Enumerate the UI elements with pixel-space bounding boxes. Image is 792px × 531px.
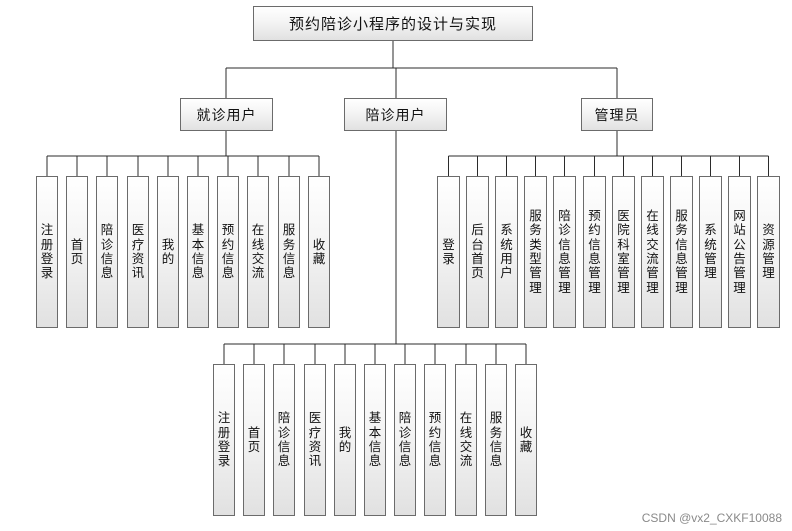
leaf-node: 陪诊信息管理 [553,176,576,328]
leaf-node: 基本信息 [187,176,209,328]
leaf-node: 服务信息 [278,176,300,328]
category-administrator: 管理员 [581,98,653,131]
leaf-label: 医疗资讯 [131,222,145,281]
leaf-node: 收藏 [308,176,330,328]
leaf-label: 系统管理 [704,222,717,281]
leaf-node: 我的 [157,176,179,328]
leaf-label: 陪诊信息 [398,410,412,469]
leaf-node: 医疗资讯 [127,176,149,328]
category-patient-user: 就诊用户 [180,98,273,131]
leaf-label: 服务类型管理 [529,207,542,295]
leaf-label: 陪诊信息管理 [558,207,571,295]
leaf-node: 登录 [437,176,460,328]
leaf-label: 陪诊信息 [100,222,114,281]
leaf-node: 在线交流 [247,176,269,328]
leaf-node: 陪诊信息 [273,364,295,516]
leaf-label: 服务信息 [282,222,296,281]
leaf-label: 首页 [70,236,84,266]
leaf-node: 后台首页 [466,176,489,328]
leaf-label: 基本信息 [368,410,382,469]
leaf-node: 预约信息 [217,176,239,328]
leaf-node: 首页 [243,364,265,516]
category-label: 就诊用户 [196,107,257,124]
leaf-node: 服务类型管理 [524,176,547,328]
leaf-node: 医疗资讯 [304,364,326,516]
leaf-node: 预约信息管理 [583,176,606,328]
leaf-label: 登录 [442,236,455,266]
leaf-node: 服务信息管理 [670,176,693,328]
leaf-node: 注册登录 [36,176,58,328]
leaf-label: 后台首页 [471,222,484,281]
leaf-node: 在线交流 [455,364,477,516]
leaf-label: 系统用户 [500,222,513,281]
leaf-node: 资源管理 [757,176,780,328]
leaf-node: 系统用户 [495,176,518,328]
leaf-node: 收藏 [515,364,537,516]
leaf-label: 我的 [161,236,175,266]
leaf-label: 收藏 [519,424,533,454]
leaf-node: 网站公告管理 [728,176,751,328]
root-node: 预约陪诊小程序的设计与实现 [253,6,533,41]
leaf-label: 在线交流 [251,222,265,281]
category-escort-user: 陪诊用户 [344,98,447,131]
leaf-label: 预约信息 [428,410,442,469]
leaf-node: 医院科室管理 [612,176,635,328]
category-label: 陪诊用户 [365,107,426,124]
leaf-node: 系统管理 [699,176,722,328]
leaf-label: 资源管理 [762,222,775,281]
leaf-label: 医疗资讯 [308,410,322,469]
leaf-label: 首页 [247,424,261,454]
leaf-node: 服务信息 [485,364,507,516]
leaf-label: 注册登录 [40,222,54,281]
leaf-node: 陪诊信息 [96,176,118,328]
root-label: 预约陪诊小程序的设计与实现 [288,15,497,33]
leaf-node: 首页 [66,176,88,328]
leaf-label: 网站公告管理 [733,207,746,295]
leaf-label: 预约信息管理 [588,207,601,295]
leaf-node: 我的 [334,364,356,516]
leaf-node: 基本信息 [364,364,386,516]
leaf-label: 基本信息 [191,222,205,281]
leaf-label: 服务信息 [489,410,503,469]
leaf-node: 在线交流管理 [641,176,664,328]
leaf-label: 陪诊信息 [277,410,291,469]
leaf-node: 预约信息 [424,364,446,516]
leaf-label: 服务信息管理 [675,207,688,295]
leaf-label: 收藏 [312,236,326,266]
leaf-label: 预约信息 [221,222,235,281]
leaf-label: 医院科室管理 [617,207,630,295]
watermark: CSDN @vx2_CXKF10088 [641,511,782,525]
leaf-node: 注册登录 [213,364,235,516]
category-label: 管理员 [594,107,640,124]
leaf-label: 在线交流管理 [646,207,659,295]
leaf-label: 在线交流 [459,410,473,469]
leaf-label: 我的 [338,424,352,454]
leaf-label: 注册登录 [217,410,231,469]
leaf-node: 陪诊信息 [394,364,416,516]
